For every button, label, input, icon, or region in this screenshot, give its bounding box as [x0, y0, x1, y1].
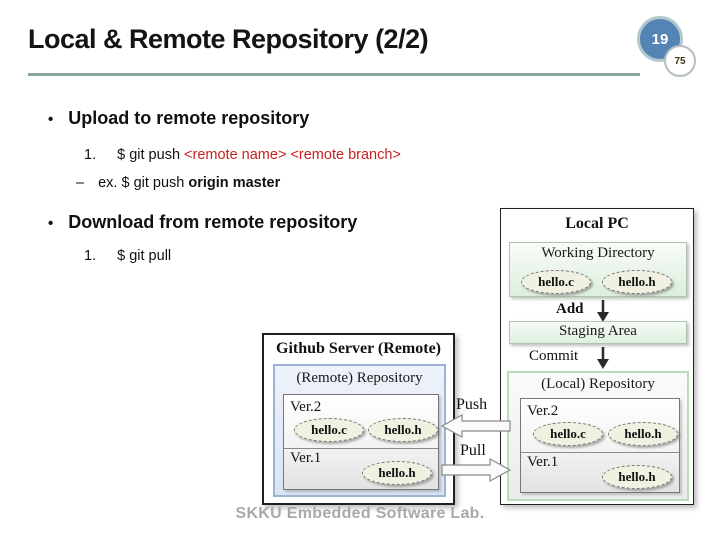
total-pages: 75 [674, 55, 686, 67]
pull-label: Pull [460, 442, 486, 459]
bullet-icon: • [48, 111, 54, 128]
command-text: $ git push [117, 147, 185, 163]
bullet-heading-upload: • Upload to remote repository [48, 108, 309, 129]
example-arguments: origin master [188, 175, 281, 191]
add-arrow-icon [597, 300, 609, 322]
file-node-hello-h: hello.h [362, 461, 432, 485]
remote-version-box: Ver.2 hello.c hello.h Ver.1 hello.h [283, 394, 439, 490]
github-server-panel: Github Server (Remote) (Remote) Reposito… [262, 333, 455, 505]
push-label: Push [456, 396, 488, 413]
version-label: Ver.2 [290, 399, 322, 415]
bullet-heading-text: Download from remote repository [68, 212, 358, 232]
command-arguments: <remote name> <remote branch> [184, 147, 401, 163]
page-number: 19 [651, 30, 669, 48]
list-marker: 1. [84, 248, 97, 264]
commit-arrow-icon [597, 347, 609, 369]
local-repository-label: (Local) Repository [541, 376, 655, 392]
list-marker: 1. [84, 147, 97, 163]
bullet-heading-text: Upload to remote repository [68, 108, 310, 128]
file-node-hello-h: hello.h [602, 270, 672, 294]
version-divider [284, 448, 438, 449]
local-pc-title: Local PC [565, 215, 629, 232]
file-node-hello-h: hello.h [368, 418, 438, 442]
staging-area-label: Staging Area [559, 323, 637, 339]
file-node-hello-c: hello.c [521, 270, 591, 294]
local-repository-box: (Local) Repository Ver.2 hello.c hello.h… [507, 371, 689, 501]
page-number-badge: 19 [637, 16, 683, 62]
file-node-hello-h: hello.h [608, 422, 678, 446]
version-label: Ver.1 [527, 454, 559, 470]
file-node-hello-h: hello.h [602, 465, 672, 489]
list-item-git-push-example: – ex. $ git push origin master [76, 175, 280, 191]
list-marker: – [76, 175, 85, 191]
list-item-git-pull: 1. $ git pull [84, 248, 171, 264]
github-server-title: Github Server (Remote) [276, 340, 441, 357]
push-arrow-icon [440, 413, 511, 439]
local-version-box: Ver.2 hello.c hello.h Ver.1 hello.h [520, 398, 680, 493]
commit-label: Commit [529, 348, 579, 364]
command-text: $ git pull [117, 248, 172, 264]
version-label: Ver.1 [290, 450, 322, 466]
remote-repository-box: (Remote) Repository Ver.2 hello.c hello.… [273, 364, 446, 497]
working-directory-label: Working Directory [541, 245, 655, 261]
add-label: Add [556, 301, 584, 317]
file-node-hello-c: hello.c [533, 422, 603, 446]
list-item-git-push: 1. $ git push <remote name> <remote bran… [84, 147, 401, 163]
title-underline-divider [28, 73, 640, 76]
example-text: ex. $ git push [98, 175, 189, 191]
version-divider [521, 452, 679, 453]
local-pc-panel: Local PC Working Directory hello.c hello… [500, 208, 694, 505]
bullet-heading-download: • Download from remote repository [48, 212, 357, 233]
version-label: Ver.2 [527, 403, 559, 419]
bullet-icon: • [48, 215, 54, 232]
working-directory-box: Working Directory hello.c hello.h [509, 242, 687, 297]
file-node-hello-c: hello.c [294, 418, 364, 442]
remote-repository-label: (Remote) Repository [296, 370, 423, 386]
footer-text: SKKU Embedded Software Lab. [235, 505, 485, 522]
total-pages-badge: 75 [664, 45, 696, 77]
pull-arrow-icon [441, 457, 512, 483]
staging-area-box: Staging Area [509, 321, 687, 344]
page-title: Local & Remote Repository (2/2) [28, 24, 429, 54]
